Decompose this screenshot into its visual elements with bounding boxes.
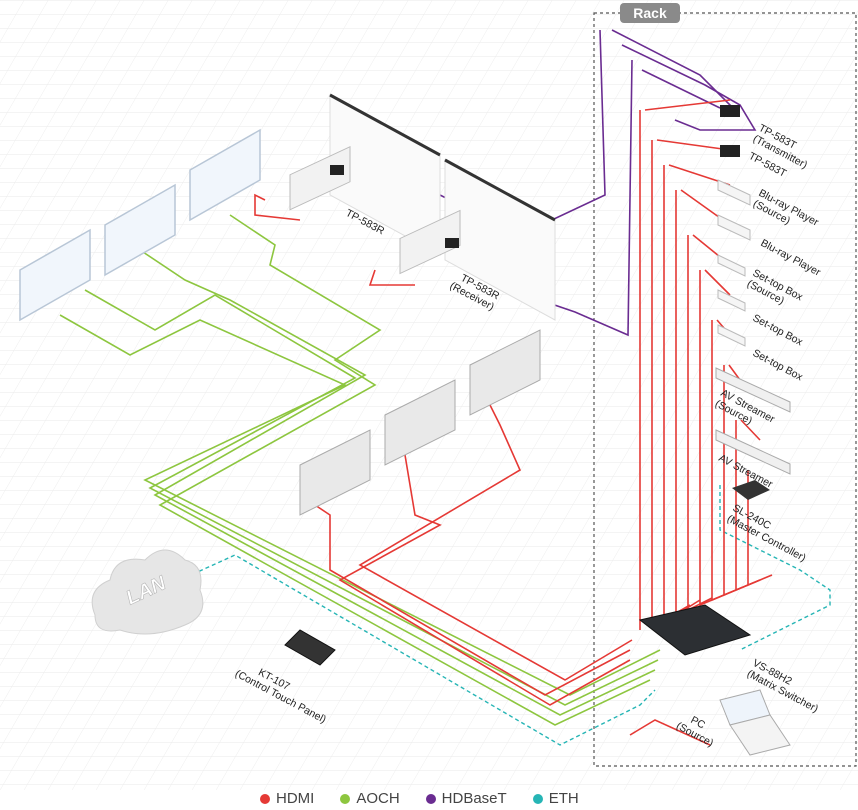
aoch-lines: [59, 214, 661, 726]
legend-label-hdbaset: HDBaseT: [441, 790, 507, 807]
legend-label-eth: ETH: [548, 790, 579, 807]
legend-label-aoch: AOCH: [356, 790, 400, 807]
rack-devices: [638, 105, 791, 756]
projection-screens: [329, 93, 556, 321]
av-system-diagram: TP-583T (Transmitter) TP-583T Blu-ray Pl…: [0, 0, 858, 790]
touch-panel-icon: [284, 629, 336, 666]
legend-label-hdmi: HDMI: [276, 790, 315, 807]
legend-item-aoch: AOCH: [340, 790, 400, 807]
projectors: [289, 146, 461, 275]
legend-swatch-eth: [532, 793, 543, 804]
wall-tvs: [299, 329, 541, 516]
legend-swatch-hdmi: [260, 793, 270, 804]
legend-item-hdbaset: HDBaseT: [425, 790, 507, 807]
legend-item-eth: ETH: [532, 790, 579, 807]
lan-cloud-icon: [91, 549, 204, 635]
rack-label: Rack: [620, 3, 680, 23]
legend: HDMI AOCH HDBaseT ETH: [260, 790, 579, 807]
rack-outline: [593, 12, 857, 767]
legend-swatch-aoch: [340, 793, 351, 804]
legend-item-hdmi: HDMI: [260, 790, 314, 807]
eth-lines: [179, 485, 831, 746]
display-panels: [19, 128, 261, 322]
legend-swatch-hdbaset: [425, 793, 436, 804]
